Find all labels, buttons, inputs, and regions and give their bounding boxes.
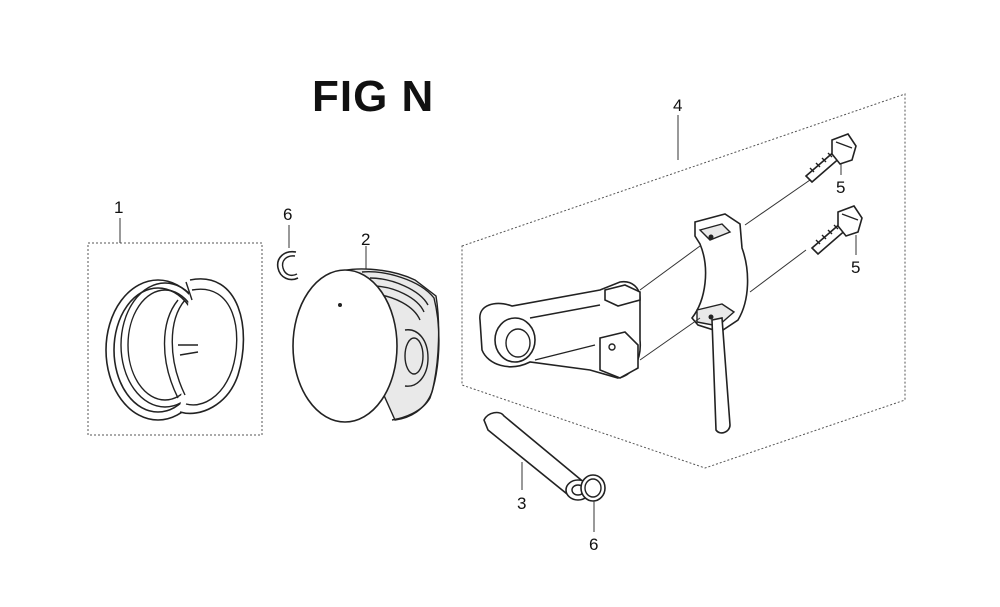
callout-1: 1 bbox=[114, 198, 124, 217]
snap-ring-upper bbox=[276, 225, 299, 281]
callout-4: 4 bbox=[673, 96, 683, 115]
figure-title: FIG N bbox=[312, 72, 435, 121]
callout-6-lower: 6 bbox=[589, 535, 599, 554]
piston-ring-set-box bbox=[87, 242, 263, 436]
connecting-rod-cap bbox=[690, 213, 749, 434]
piston bbox=[292, 246, 440, 423]
callout-3: 3 bbox=[517, 494, 527, 513]
rod-bolt-lower bbox=[810, 205, 863, 256]
connecting-rod-group bbox=[461, 93, 906, 469]
connecting-rod-box bbox=[461, 93, 906, 469]
piston-ring-right bbox=[163, 278, 245, 415]
connecting-rod bbox=[479, 280, 642, 379]
piston-pin bbox=[483, 411, 591, 501]
callout-5-lower: 5 bbox=[851, 258, 861, 277]
rod-bolt-upper bbox=[804, 133, 857, 184]
callout-6-upper: 6 bbox=[283, 205, 293, 224]
piston-ring-set-group bbox=[87, 218, 263, 436]
snap-ring-lower bbox=[580, 474, 606, 532]
callout-2: 2 bbox=[361, 230, 371, 249]
callout-5-upper: 5 bbox=[836, 178, 846, 197]
